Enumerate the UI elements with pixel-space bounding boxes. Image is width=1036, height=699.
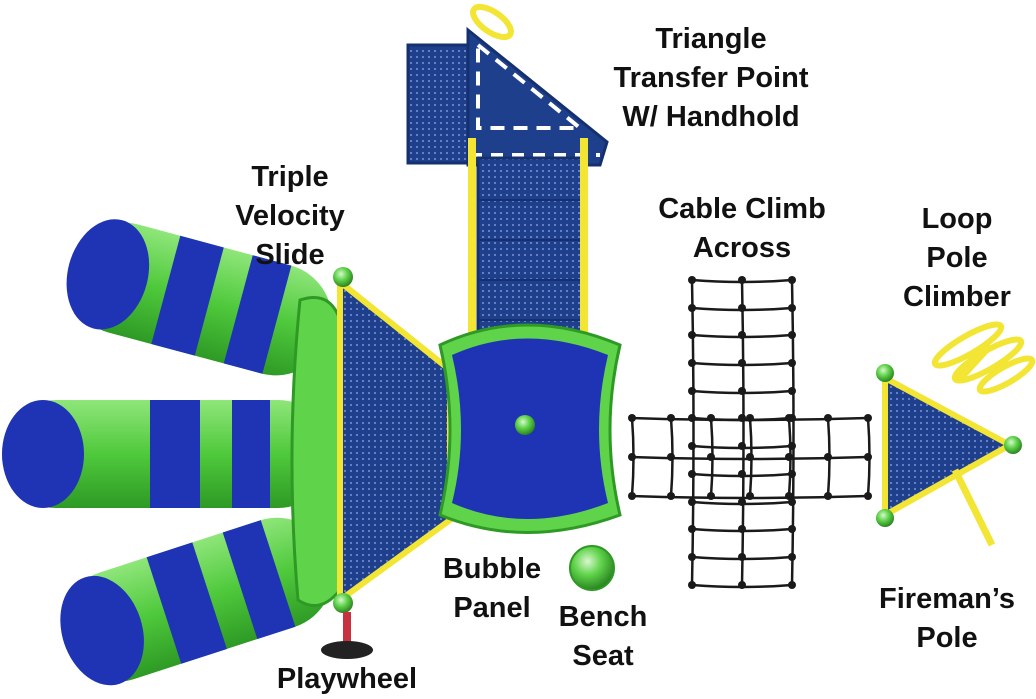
net-knot — [788, 387, 796, 395]
net-knot — [707, 414, 715, 422]
net-knot — [628, 492, 636, 500]
net-knot — [788, 304, 796, 312]
net-knot — [738, 331, 746, 339]
label-triple-velocity-slide: Triple Velocity Slide — [235, 161, 345, 271]
net-knot — [688, 553, 696, 561]
net-knot — [738, 525, 746, 533]
net-knot — [688, 359, 696, 367]
net-knot — [688, 331, 696, 339]
slide-tube-top — [66, 219, 332, 376]
slide-tube-bottom — [60, 517, 334, 686]
net-knot — [864, 414, 872, 422]
label-firemans-pole: Fireman’s Pole — [879, 583, 1015, 654]
net-knot — [628, 414, 636, 422]
net-knot — [688, 276, 696, 284]
net-knot — [707, 492, 715, 500]
net-knot — [688, 304, 696, 312]
net-knot — [738, 359, 746, 367]
net-knot — [738, 276, 746, 284]
net-knot — [788, 498, 796, 506]
net-knot — [738, 553, 746, 561]
bubble-panel-dome — [515, 415, 535, 435]
label-bubble-panel: Bubble Panel — [442, 553, 542, 624]
net-knot — [628, 453, 636, 461]
net-knot — [667, 414, 675, 422]
net-knot — [785, 492, 793, 500]
net-knot — [688, 442, 696, 450]
triangle-deck-right — [876, 364, 1022, 527]
net-knot — [788, 581, 796, 589]
net-knot — [864, 453, 872, 461]
label-triangle-transfer-point: Triangle Transfer Point W/ Handhold — [613, 23, 809, 133]
net-knot — [688, 498, 696, 506]
label-bench-seat: Bench Seat — [558, 601, 648, 672]
label-playwheel: Playwheel — [276, 663, 418, 695]
net-knot — [746, 453, 754, 461]
net-knot — [746, 414, 754, 422]
net-knot — [824, 453, 832, 461]
triangle-transfer-point — [406, 3, 609, 167]
label-cable-climb-across: Cable Climb Across — [658, 193, 826, 264]
net-knot — [788, 553, 796, 561]
net-knot — [824, 492, 832, 500]
central-deck — [438, 323, 622, 534]
net-knot — [707, 453, 715, 461]
net-knot — [688, 581, 696, 589]
net-knot — [824, 414, 832, 422]
net-knot — [864, 492, 872, 500]
net-knot — [738, 304, 746, 312]
net-knot — [785, 453, 793, 461]
net-knot — [788, 331, 796, 339]
net-knot — [788, 276, 796, 284]
net-knot — [688, 470, 696, 478]
triple-velocity-slide — [2, 219, 342, 686]
firemans-pole — [951, 468, 996, 547]
net-knot — [785, 414, 793, 422]
playwheel — [321, 612, 373, 659]
slide-tube-middle — [2, 400, 332, 508]
climber-ramp — [468, 138, 588, 355]
net-knot — [738, 581, 746, 589]
net-knot — [688, 525, 696, 533]
net-knot — [688, 387, 696, 395]
net-knot — [788, 359, 796, 367]
handhold-icon — [470, 3, 514, 41]
net-knot — [667, 453, 675, 461]
net-knot — [738, 387, 746, 395]
cable-climb-across-net — [628, 276, 872, 589]
net-knot — [746, 492, 754, 500]
net-knot — [738, 442, 746, 450]
bench-seat — [569, 545, 615, 591]
net-knot — [738, 498, 746, 506]
label-loop-pole-climber: Loop Pole Climber — [903, 203, 1011, 313]
net-knot — [788, 525, 796, 533]
net-knot — [738, 470, 746, 478]
loop-pole-climber — [931, 321, 1036, 395]
net-knot — [667, 492, 675, 500]
